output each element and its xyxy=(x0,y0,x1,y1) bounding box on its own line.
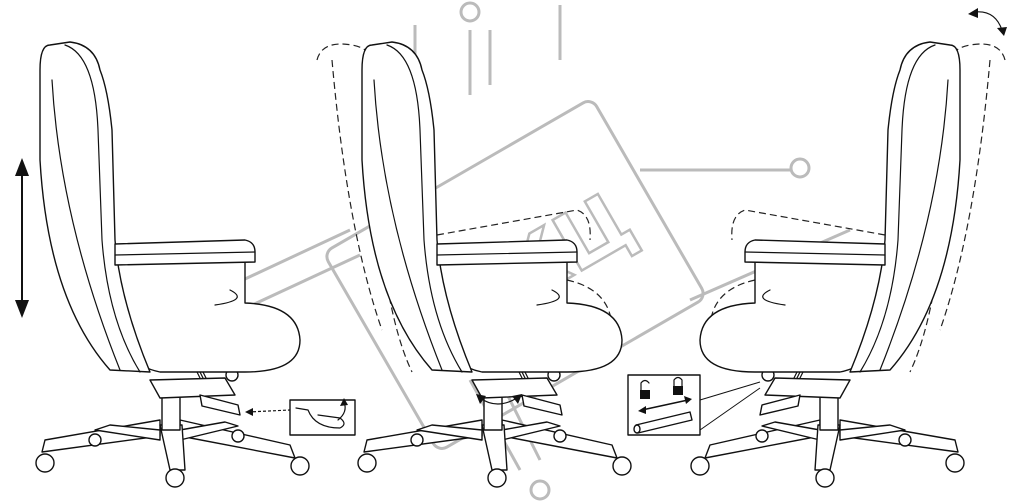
chair-tilt-lock xyxy=(627,8,1007,488)
vertical-double-arrow-icon xyxy=(15,158,29,318)
curved-arrow-icon xyxy=(476,394,522,405)
chair-tilt-adjustment xyxy=(316,41,632,488)
back-tilt-arrow-icon xyxy=(968,8,1007,36)
lock-inset xyxy=(627,374,761,436)
lock-icon xyxy=(673,376,683,395)
unlock-icon xyxy=(640,379,650,399)
lever-inset xyxy=(245,398,356,436)
chair-height-adjustment xyxy=(15,41,356,488)
